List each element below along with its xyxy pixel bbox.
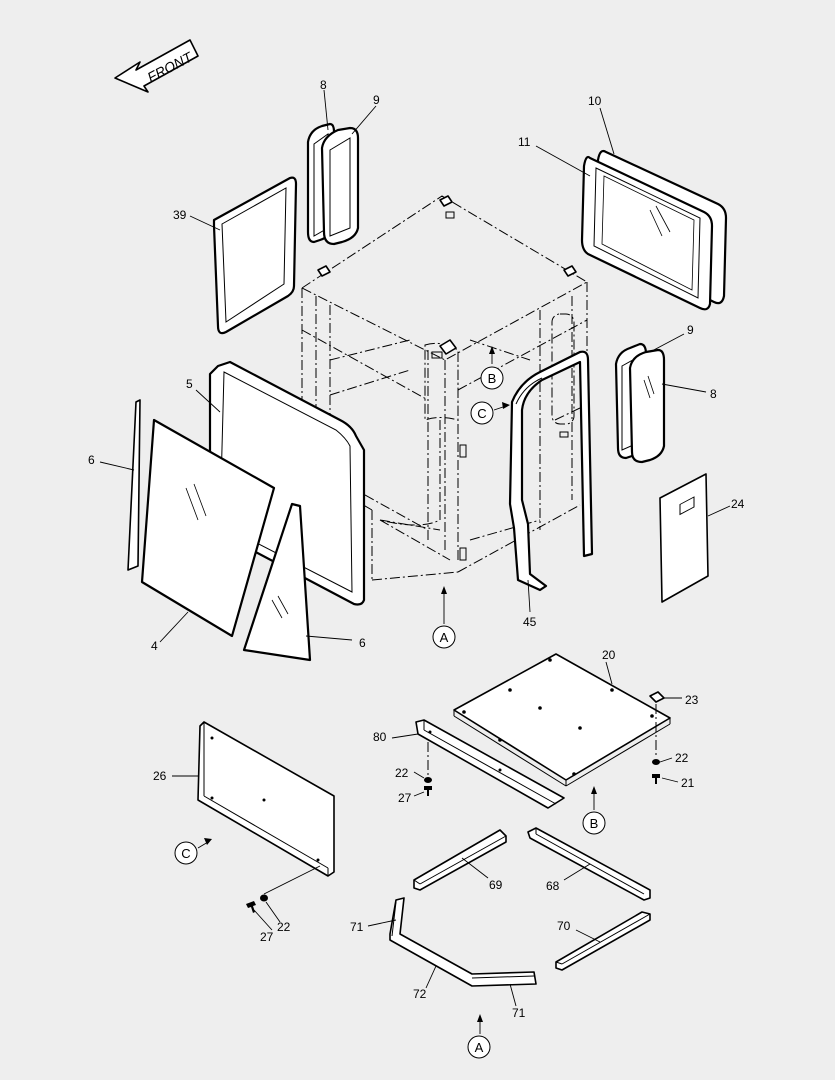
callout-11: 11 <box>518 135 531 149</box>
part-4-front-glass <box>140 418 276 638</box>
part-45-door-seal <box>508 350 594 592</box>
view-marker-a-top: A <box>432 625 456 649</box>
callout-70: 70 <box>557 919 571 933</box>
part-22-washer-bottom <box>260 894 268 902</box>
part-23-nut <box>649 691 665 703</box>
part-39-window-seal <box>212 176 298 335</box>
callout-6: 6 <box>359 636 366 650</box>
callout-9: 9 <box>373 93 380 107</box>
part-20-floor-plate <box>453 653 671 787</box>
callout-71: 71 <box>350 920 364 934</box>
part-6-lower-glass <box>242 502 312 662</box>
callout-20: 20 <box>602 648 616 662</box>
part-10-11-rear-window <box>580 149 728 311</box>
svg-text:A: A <box>475 1040 484 1055</box>
svg-text:B: B <box>488 371 497 386</box>
callout-72: 72 <box>413 987 427 1001</box>
view-marker-c-left: C <box>174 841 198 865</box>
callout-68: 68 <box>546 879 560 893</box>
part-22-washer-right <box>652 759 660 765</box>
part-71-72-bent-bar <box>389 897 537 987</box>
view-marker-b-top: B <box>480 366 504 390</box>
view-markers: B C A C B A <box>174 366 606 1059</box>
part-70-bar <box>555 911 651 971</box>
callout-27: 27 <box>260 930 274 944</box>
callout-8: 8 <box>320 78 327 92</box>
part-8-9-upper-window <box>306 122 360 246</box>
part-9-8-door-window <box>614 342 666 464</box>
part-22-washer-left <box>424 777 432 783</box>
callouts: 8 9 10 11 39 5 6 4 6 9 8 24 45 20 23 80 … <box>88 78 745 1020</box>
svg-text:B: B <box>590 816 599 831</box>
callout-9: 9 <box>687 323 694 337</box>
callout-71: 71 <box>512 1006 526 1020</box>
callout-45: 45 <box>523 615 537 629</box>
callout-22: 22 <box>277 920 291 934</box>
callout-23: 23 <box>685 693 699 707</box>
svg-text:C: C <box>477 406 486 421</box>
callout-24: 24 <box>731 497 745 511</box>
view-arrows <box>197 346 597 1034</box>
part-21-bolt-right <box>652 774 660 784</box>
part-27-bolt-bottom <box>246 901 256 913</box>
part-80-angle-bracket <box>415 719 565 809</box>
callout-6: 6 <box>88 453 95 467</box>
view-marker-a-bottom: A <box>467 1035 491 1059</box>
callout-10: 10 <box>588 94 602 108</box>
callout-22: 22 <box>675 751 689 765</box>
callout-22: 22 <box>395 766 409 780</box>
svg-text:C: C <box>181 846 190 861</box>
callout-80: 80 <box>373 730 387 744</box>
callout-5: 5 <box>186 377 193 391</box>
view-marker-b-bottom: B <box>582 811 606 835</box>
part-69-bar <box>413 829 507 891</box>
callout-26: 26 <box>153 769 167 783</box>
part-26-side-panel <box>197 721 335 877</box>
callout-39: 39 <box>173 208 187 222</box>
svg-text:A: A <box>440 630 449 645</box>
part-24-door-panel <box>659 473 709 603</box>
front-arrow: FRONT <box>114 39 199 93</box>
callout-4: 4 <box>151 639 158 653</box>
part-27-bolt-left <box>424 786 432 796</box>
view-marker-c-top: C <box>470 401 494 425</box>
callout-8: 8 <box>710 387 717 401</box>
callout-69: 69 <box>489 878 503 892</box>
part-6-strip-left <box>127 399 141 571</box>
callout-27: 27 <box>398 791 412 805</box>
callout-21: 21 <box>681 776 695 790</box>
leader-lines <box>99 89 731 1007</box>
